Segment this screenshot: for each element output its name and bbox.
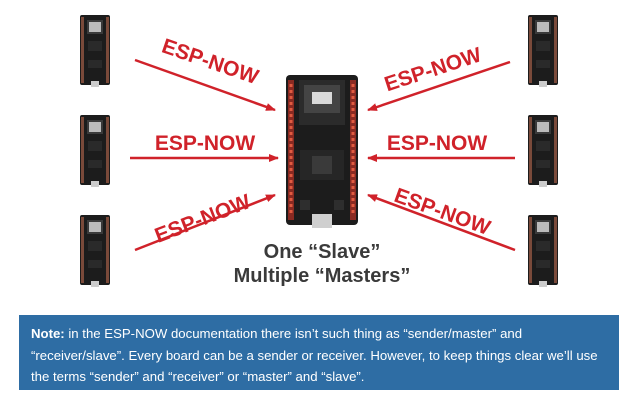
note-label: Note:	[31, 326, 65, 341]
master-board-right-2	[528, 115, 558, 187]
master-board-right-3	[528, 215, 558, 287]
arrow-bottom-right	[367, 193, 516, 252]
slave-pin-header-right	[350, 80, 356, 220]
arrow-label-middle-right: ESP-NOW	[387, 132, 488, 155]
arrow-bottom-left	[134, 193, 276, 252]
master-board-left-3	[80, 215, 110, 287]
usb-port	[312, 214, 332, 228]
slave-board	[286, 75, 358, 228]
note-box: Note: in the ESP-NOW documentation there…	[19, 315, 619, 390]
arrow-label-bottom-right: ESP-NOW	[391, 184, 493, 240]
caption-line-2: Multiple “Masters”	[234, 265, 411, 287]
arrow-label-top-left: ESP-NOW	[159, 35, 262, 89]
arrow-top-left	[134, 58, 276, 112]
caption-line-1: One “Slave”	[264, 241, 381, 263]
master-board-left-2	[80, 115, 110, 187]
arrow-label-bottom-left: ESP-NOW	[152, 190, 254, 247]
master-board-right-1	[528, 15, 558, 87]
esp-now-diagram: ESP-NOW ESP-NOW ESP-NOW ESP-NOW ESP-NOW …	[80, 15, 558, 287]
note-text: in the ESP-NOW documentation there isn’t…	[31, 326, 598, 384]
slave-pin-header-left	[288, 80, 294, 220]
arrow-label-middle-left: ESP-NOW	[155, 132, 256, 155]
arrow-top-right	[367, 60, 511, 112]
master-board-left-1	[80, 15, 110, 87]
